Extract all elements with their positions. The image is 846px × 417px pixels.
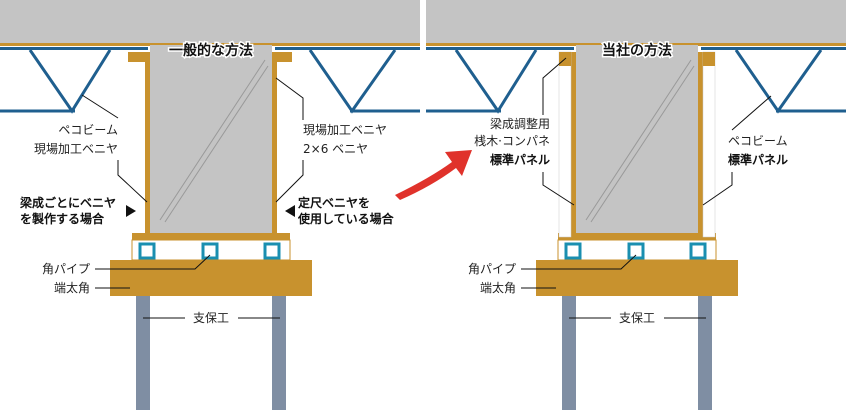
right-cleat (277, 52, 292, 62)
timber-label: 端太角 (54, 280, 90, 295)
left-cleat (128, 52, 145, 62)
triangle-right-icon (126, 205, 136, 217)
red-arrow-icon (395, 150, 472, 200)
left-title: 一般的な方法 (169, 42, 253, 59)
deck-label: ペコビーム (58, 123, 118, 137)
adjust-label-1: 梁成調整用 (490, 116, 550, 131)
triangle-left-icon (285, 205, 295, 217)
support-label: 支保工 (193, 311, 229, 325)
case-right-line2: 使用している場合 (297, 211, 395, 226)
deck-panel-label: 現場加工ベニヤ (34, 142, 118, 156)
right-panel: 当社の方法 梁成調整用 桟木·コンパネ 標準パネル ペコビーム 標準パネル 角パ… (424, 0, 846, 412)
pipe-label: 角パイプ (42, 262, 90, 276)
side-panel-size: 2×6 ベニヤ (303, 142, 368, 156)
case-left-line1: 梁成ごとにベニヤ (19, 195, 116, 210)
case-left-line2: を製作する場合 (20, 211, 105, 226)
support-label: 支保工 (619, 311, 655, 325)
right-title: 当社の方法 (602, 42, 672, 59)
std-panel-left: 標準パネル (490, 152, 550, 167)
case-right-line1: 定尺ベニヤを (298, 195, 370, 210)
left-panel: 一般的な方法 ペコビーム 現場加工ベニヤ 現場加工ベニヤ 2×6 ベニヤ 梁成ご… (0, 0, 422, 412)
std-panel-right: 標準パネル (728, 152, 788, 167)
side-panel-label: 現場加工ベニヤ (303, 123, 387, 137)
deck-label: ペコビーム (728, 134, 788, 148)
adjust-label-2: 桟木·コンパネ (474, 134, 550, 148)
timber-label: 端太角 (480, 280, 516, 295)
pipe-label: 角パイプ (468, 262, 516, 276)
